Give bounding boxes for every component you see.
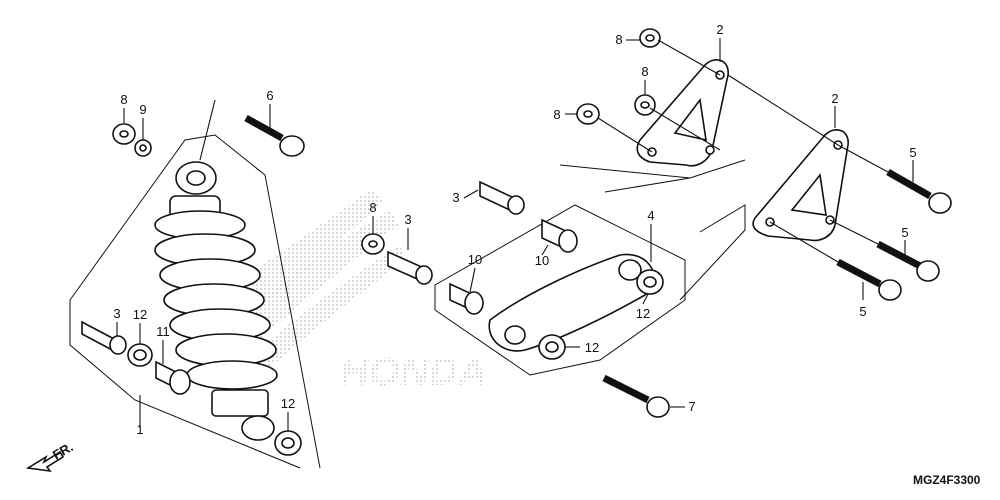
bearing-10-lower	[449, 282, 484, 315]
callout-2-left: 2	[716, 22, 723, 37]
link-group-outline	[434, 204, 686, 376]
rear-shock-absorber	[154, 161, 278, 441]
callout-3-middle: 3	[404, 212, 411, 227]
callout-8-right-middle: 8	[641, 64, 648, 79]
callout-5-top: 5	[909, 145, 916, 160]
seal-12-link-bottom	[538, 334, 566, 360]
bracket-2-left	[636, 59, 729, 167]
nut-8-top	[639, 28, 661, 48]
bearing-10-upper	[541, 218, 578, 253]
bracket-group-outline	[559, 159, 746, 301]
callout-8-top: 8	[615, 32, 622, 47]
collar-3-middle	[387, 250, 433, 285]
callout-3-upper: 3	[452, 190, 459, 205]
callout-12-lower: 12	[281, 396, 295, 411]
callout-6: 6	[266, 88, 273, 103]
shock-group-outline	[69, 99, 321, 469]
washer-9	[134, 139, 152, 157]
callout-8-right-left: 8	[553, 107, 560, 122]
collar-3-left	[81, 320, 127, 355]
front-arrow-icon	[25, 450, 65, 473]
nut-8-right-middle	[634, 94, 656, 116]
front-direction-indicator: FR.	[25, 439, 76, 473]
callouts: 1 2 2 3 3 3 4 5 5 5 6 7 8 8 8 8 8 9 10 1…	[113, 22, 916, 437]
callout-8-middle: 8	[369, 200, 376, 215]
leader-lines	[116, 38, 914, 431]
callout-12-link-right: 12	[636, 306, 650, 321]
nut-8-left	[112, 123, 136, 145]
bolt-6	[244, 114, 305, 157]
callout-7: 7	[688, 399, 695, 414]
bolt-5-middle	[876, 240, 940, 282]
callout-4: 4	[647, 208, 654, 223]
callout-5-bottom: 5	[859, 304, 866, 319]
callout-12-left: 12	[133, 307, 147, 322]
bolt-5-bottom	[836, 258, 902, 301]
callout-1: 1	[136, 422, 143, 437]
callout-12-link-bottom: 12	[585, 340, 599, 355]
nut-8-middle	[361, 233, 385, 255]
callout-2-right: 2	[831, 91, 838, 106]
collar-3-upper	[479, 180, 525, 215]
link-arm-4	[488, 253, 655, 352]
callout-9: 9	[139, 102, 146, 117]
seal-12-link-right	[636, 269, 664, 295]
honda-watermark-text: HONDA	[340, 350, 487, 394]
bolt-7	[602, 374, 670, 418]
nut-8-right-left	[576, 103, 600, 125]
seal-12-lower	[274, 430, 302, 456]
diagram-code: MGZ4F3300	[913, 473, 981, 487]
seal-12-left	[127, 343, 153, 367]
callout-10-upper: 10	[535, 253, 549, 268]
bracket-2-right	[752, 129, 849, 242]
callout-3-left: 3	[113, 306, 120, 321]
callout-5-middle: 5	[901, 225, 908, 240]
callout-10-lower: 10	[468, 252, 482, 267]
bolt-5-top	[886, 168, 952, 214]
callout-11: 11	[156, 324, 170, 339]
callout-8-left: 8	[120, 92, 127, 107]
bearing-11	[155, 360, 191, 395]
